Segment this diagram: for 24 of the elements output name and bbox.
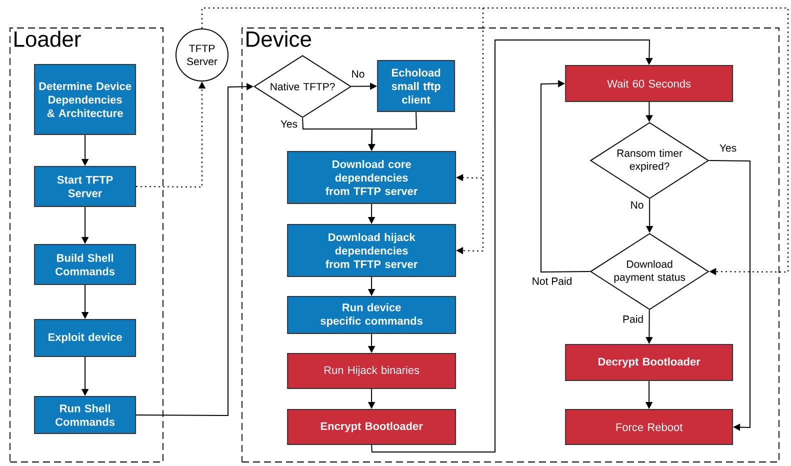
- edge-label: No: [350, 69, 366, 79]
- process-box: Run Shell Commands: [34, 396, 136, 434]
- arrow: [371, 40, 653, 452]
- process-box: Decrypt Bootloader: [565, 344, 734, 382]
- process-box: Download core dependencies from TFTP server: [287, 151, 456, 204]
- process-box: Encrypt Bootloader: [287, 409, 456, 446]
- process-box: Exploit device: [34, 319, 136, 358]
- process-box: Force Reboot: [565, 409, 734, 446]
- edge-label: Yes: [718, 143, 738, 153]
- process-box: Download hijack dependencies from TFTP server: [287, 224, 456, 278]
- edge-label: Yes: [279, 119, 299, 129]
- process-box: Build Shell Commands: [34, 244, 136, 286]
- edge-label: Paid: [622, 314, 645, 324]
- arrow: [202, 8, 788, 276]
- process-box: Start TFTP Server: [34, 166, 136, 208]
- process-box: Run Hijack binaries: [287, 353, 456, 390]
- process-box: Run device specific commands: [287, 296, 456, 334]
- process-box: Echoload small tftp client: [377, 60, 456, 112]
- edge-label: No: [629, 200, 645, 210]
- edge-label: Not Paid: [530, 276, 574, 286]
- process-box: Determine Device Dependencies & Architecture: [34, 64, 136, 136]
- process-box: Wait 60 Seconds: [565, 65, 734, 102]
- arrow: [540, 80, 590, 272]
- arrow: [708, 160, 750, 431]
